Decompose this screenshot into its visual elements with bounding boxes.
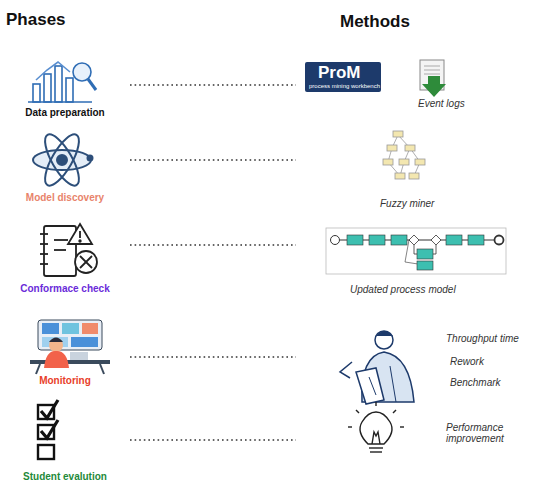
- phase-item: Data preparation: [2, 55, 128, 121]
- dotted-connector: [130, 159, 296, 161]
- logo-text: ProM: [318, 63, 361, 83]
- phase-label: Student evalution: [23, 471, 107, 482]
- event-log-icon: [420, 60, 446, 97]
- conformance-icon: [40, 224, 97, 276]
- fuzzy-miner-graph: [383, 131, 425, 179]
- bpmn-model: [326, 228, 506, 274]
- checklist-icon: [38, 400, 58, 459]
- atom-icon: [33, 130, 93, 190]
- method-item: Fuzzy miner: [300, 125, 460, 213]
- dotted-connector: [130, 439, 296, 441]
- method-label: Rework: [450, 356, 484, 367]
- phase-label: Monitoring: [39, 375, 91, 386]
- dotted-connector: [130, 356, 296, 358]
- dotted-connector: [130, 84, 296, 86]
- chart-icon: [28, 62, 96, 102]
- dotted-connector: [130, 244, 296, 246]
- method-item: Updated process model: [300, 222, 510, 302]
- method-label: Benchmark: [450, 377, 501, 388]
- phase-item: Student evalution: [2, 395, 128, 487]
- phase-item: Monitoring: [2, 315, 128, 391]
- method-item: Event logs: [300, 55, 468, 117]
- method-label: Fuzzy miner: [380, 198, 434, 209]
- phase-label: Model discovery: [26, 192, 104, 203]
- method-label: Event logs: [418, 98, 465, 109]
- method-label: Updated process model: [350, 284, 456, 295]
- method-label: Performance improvement: [446, 422, 524, 444]
- phase-item: Model discovery: [2, 135, 128, 207]
- column-heading: Phases: [6, 10, 66, 30]
- phase-label: Conformace check: [20, 283, 109, 294]
- analyst-figure: [340, 331, 414, 404]
- monitoring-icon: [30, 320, 110, 374]
- method-item: Throughput timeReworkBenchmark: [300, 325, 546, 407]
- prom-logo: [305, 62, 381, 92]
- column-heading: Methods: [340, 12, 410, 32]
- method-label: Throughput time: [446, 333, 519, 344]
- logo-subtitle: process mining workbench: [309, 83, 380, 89]
- phase-label: Data preparation: [25, 107, 104, 118]
- bulb-icon: [348, 402, 404, 452]
- phase-item: Conformace check: [2, 218, 128, 298]
- method-item: Performance improvement: [300, 408, 546, 470]
